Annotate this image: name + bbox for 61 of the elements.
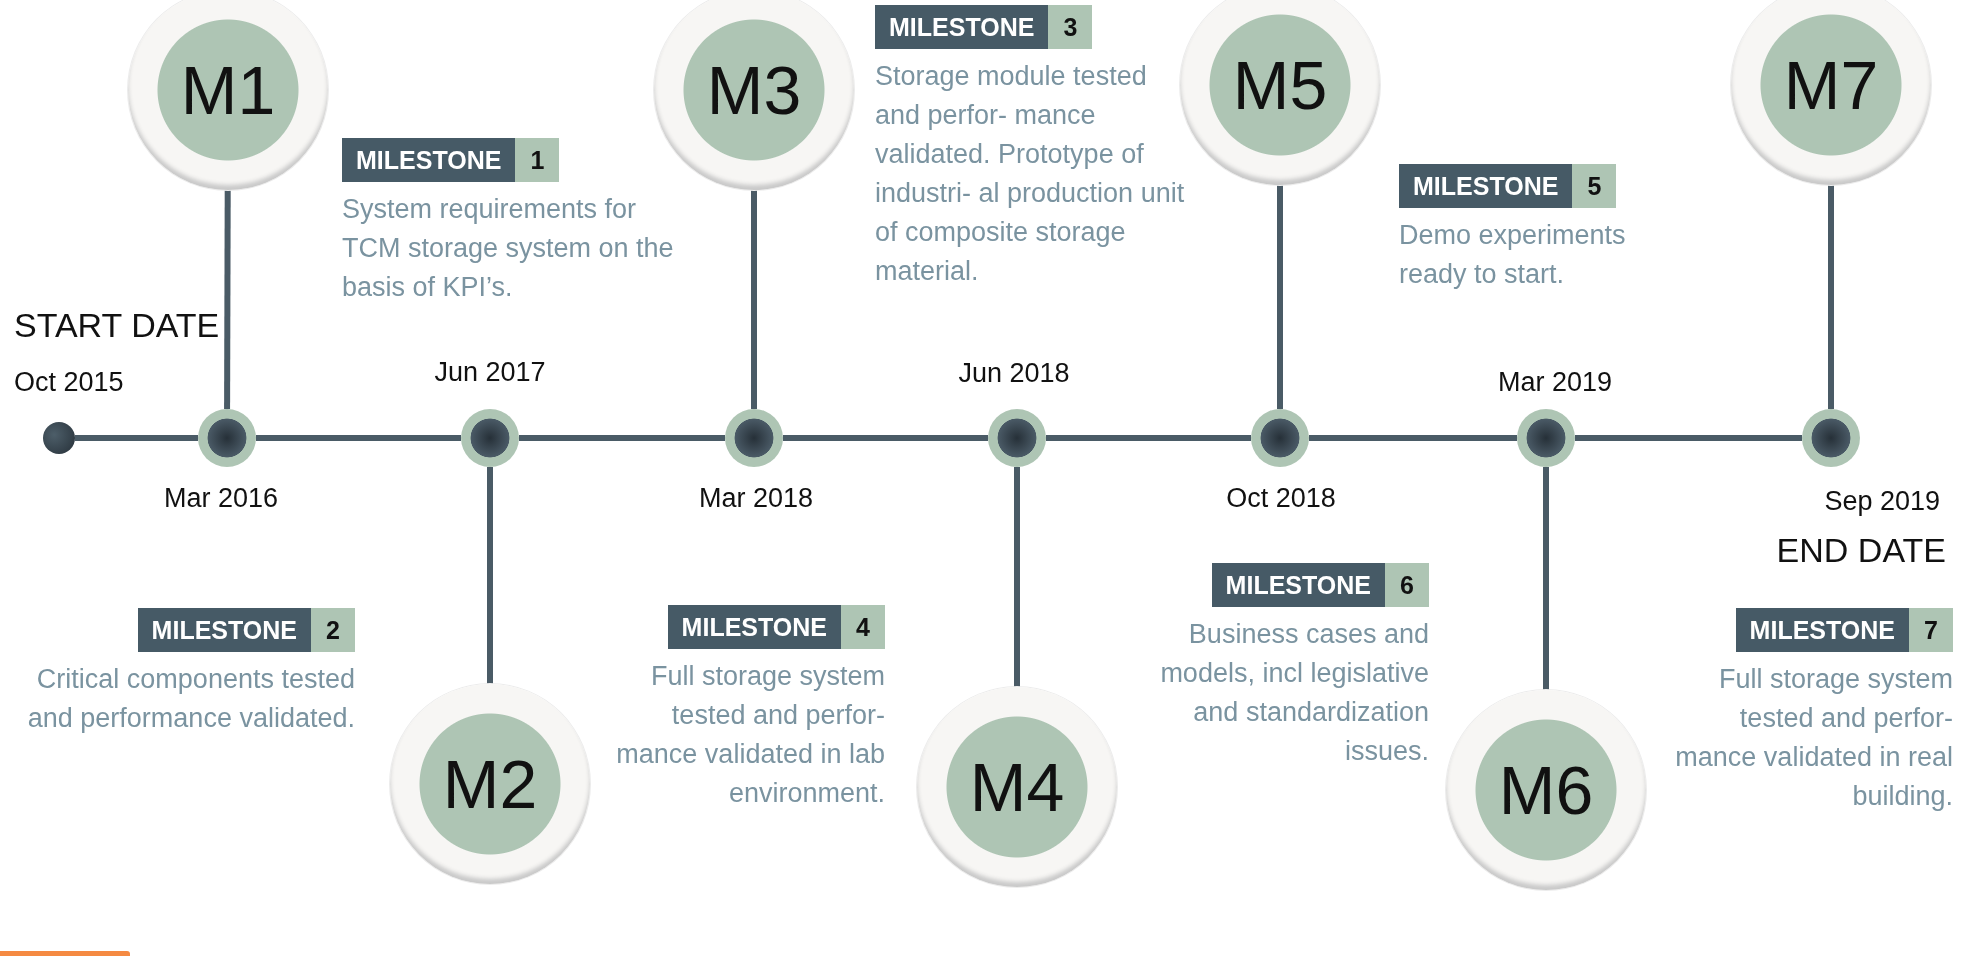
milestone-number: 7 — [1909, 608, 1953, 652]
connector-line — [1277, 185, 1283, 409]
milestone-label: M2 — [442, 750, 538, 818]
milestone-badge — [1211, 563, 1429, 607]
milestone-badge — [1399, 164, 1617, 208]
timeline-line — [75, 435, 198, 441]
badge-label: MILESTONE — [1412, 170, 1560, 202]
connector-line — [751, 190, 757, 409]
milestone-badge — [137, 608, 355, 652]
date-label: Mar 2019 — [1497, 367, 1613, 398]
milestone-description: Demo experiments ready to start. — [1399, 219, 1627, 291]
milestone-description: Critical components tested and performance validated. — [26, 663, 355, 735]
milestone-number: 5 — [1572, 164, 1617, 208]
badge-label: MILESTONE — [888, 11, 1036, 43]
connector-line — [1828, 185, 1834, 409]
milestone-label: M7 — [1783, 51, 1879, 119]
badge-label: MILESTONE — [680, 611, 828, 643]
milestone-label: M5 — [1232, 51, 1328, 119]
milestone-badge — [667, 605, 885, 649]
milestone-label: M1 — [180, 56, 276, 124]
milestone-number: 3 — [1048, 5, 1093, 49]
date-label: Jun 2017 — [434, 357, 546, 388]
start-dot — [43, 422, 75, 454]
badge-label: MILESTONE — [1748, 614, 1896, 646]
timeline-line — [1309, 435, 1517, 441]
milestone-description: System requirements for TCM storage system on the basis of KPI’s. — [342, 193, 675, 304]
milestone-number: 4 — [841, 605, 885, 649]
milestone-badge — [1735, 608, 1953, 652]
badge-label: MILESTONE — [150, 614, 298, 646]
milestone-badge — [342, 138, 560, 182]
milestone-description: Storage module tested and perfor- mance validated. Prototype of industri- al production unit of composite storage material. — [875, 60, 1186, 288]
connector-line — [487, 467, 493, 684]
badge-label: MILESTONE — [1224, 569, 1372, 601]
date-label: Oct 2018 — [1226, 483, 1336, 514]
badge-label: MILESTONE — [355, 144, 503, 176]
connector-line — [1014, 467, 1020, 687]
timeline-line — [783, 435, 988, 441]
milestone-description: Business cases and models, incl legislative and standardization issues. — [1159, 618, 1429, 768]
connector-line — [1543, 467, 1549, 690]
timeline-line — [256, 435, 461, 441]
date-label: Mar 2018 — [698, 483, 814, 514]
date-label: Sep 2019 — [1824, 486, 1940, 517]
milestone-description: Full storage system tested and perfor- mance validated in lab environment. — [615, 660, 885, 810]
milestone-label: M3 — [706, 56, 802, 124]
milestone-badge — [875, 5, 1093, 49]
date-label: Mar 2016 — [163, 483, 279, 514]
timeline-dot — [461, 409, 519, 467]
milestone-number: 6 — [1385, 563, 1429, 607]
date-label: Oct 2015 — [14, 367, 124, 398]
milestone-number: 1 — [515, 138, 560, 182]
timeline-line — [519, 435, 725, 441]
milestone-heading: END DATE — [1776, 531, 1946, 570]
timeline-line — [1575, 435, 1802, 441]
timeline-line — [1046, 435, 1251, 441]
milestone-heading: START DATE — [14, 306, 220, 345]
milestone-description: Full storage system tested and perfor- mance validated in real building. — [1674, 663, 1953, 813]
date-label: Jun 2018 — [958, 358, 1070, 389]
milestone-label: M6 — [1498, 756, 1594, 824]
milestone-number: 2 — [311, 608, 355, 652]
milestone-label: M4 — [969, 753, 1065, 821]
connector-line — [224, 190, 231, 409]
